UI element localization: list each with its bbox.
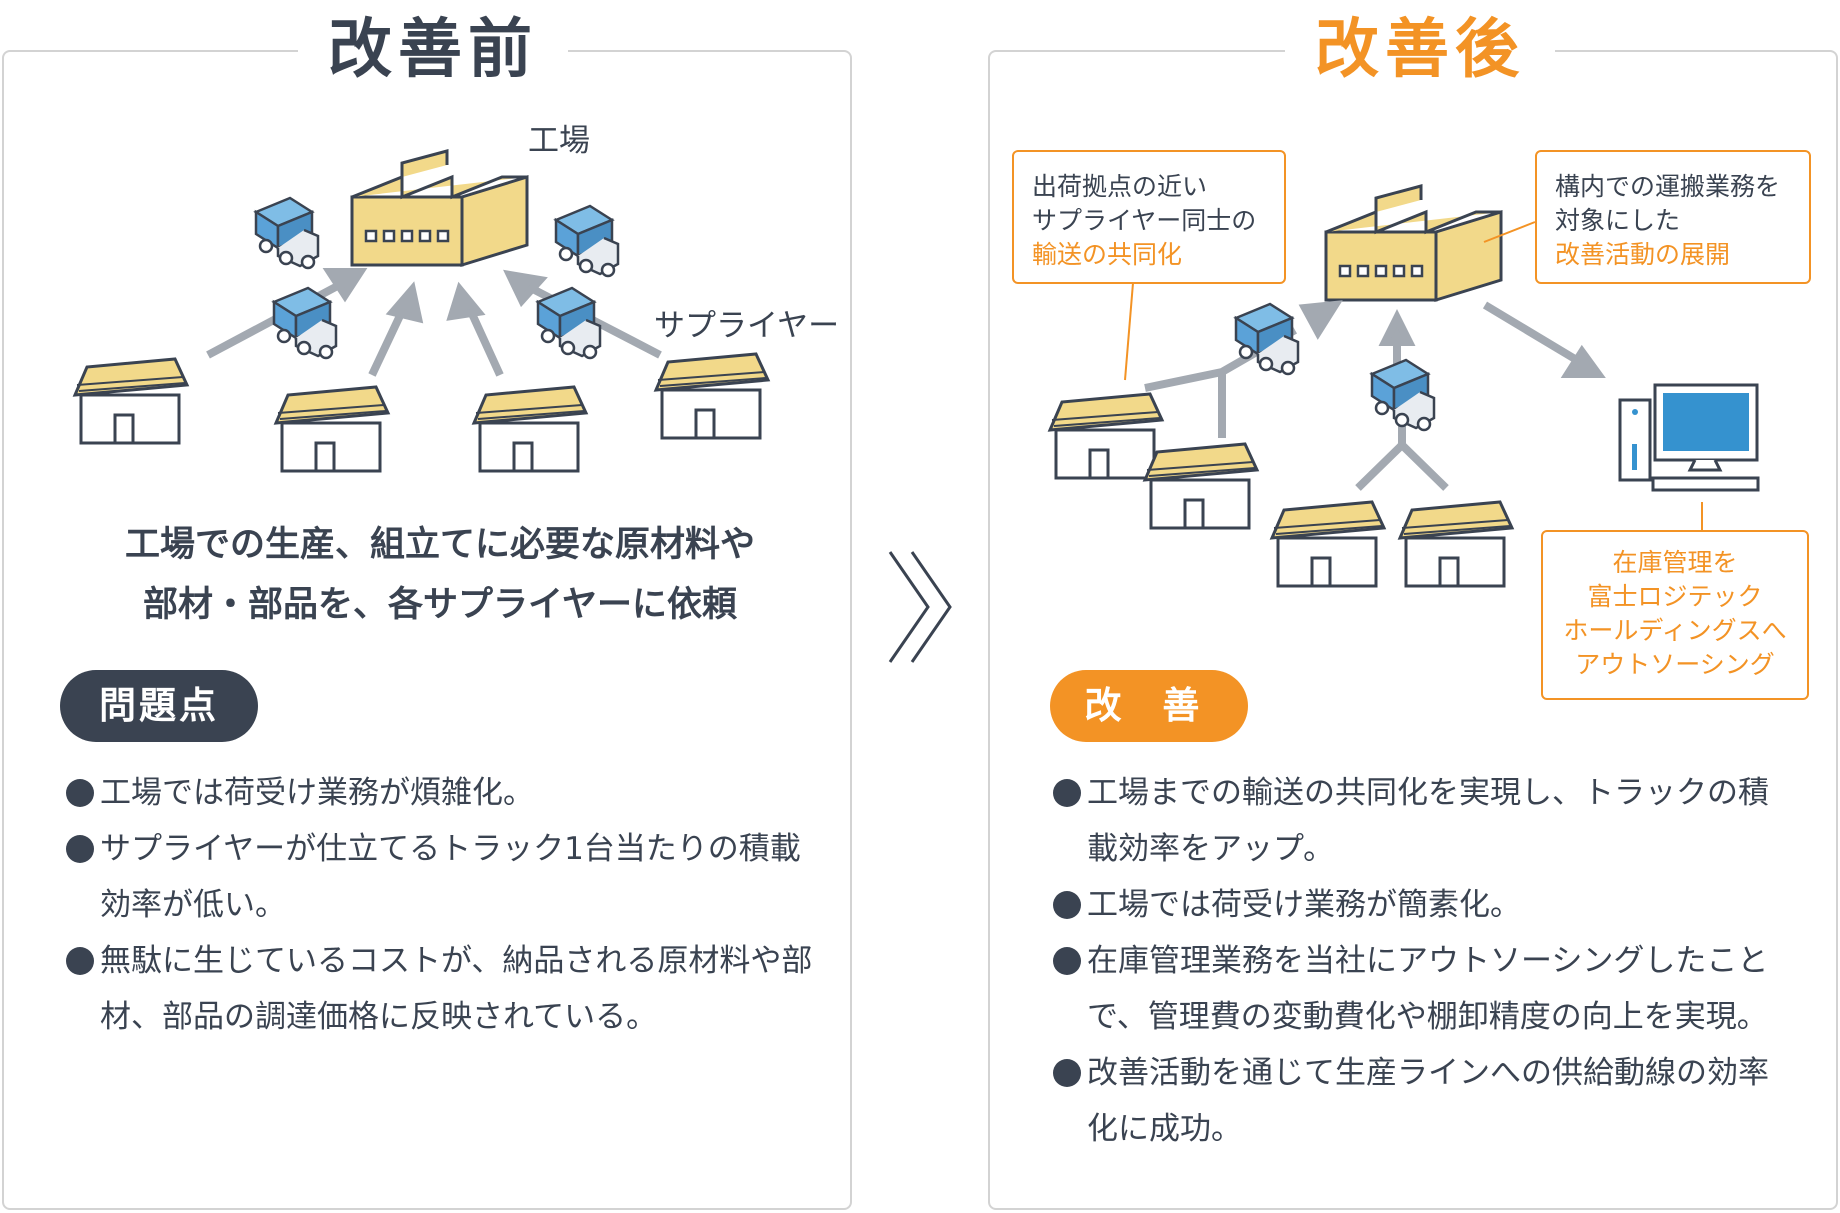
callout-line: 在庫管理を xyxy=(1612,548,1738,577)
house-icon xyxy=(274,385,390,473)
callout-line: ホールディングスへ xyxy=(1563,616,1787,645)
factory-icon xyxy=(1324,184,1503,302)
callout-outsourcing: 在庫管理を 富士ロジテック ホールディングスへ アウトソーシング xyxy=(1541,530,1809,700)
improvement-badge: 改 善 xyxy=(1050,670,1248,742)
callout-connector xyxy=(1124,221,1703,530)
computer-icon xyxy=(1618,383,1760,492)
factory-icon xyxy=(350,149,529,267)
truck-icon xyxy=(272,286,338,360)
list-item: サプライヤーが仕立てるトラック1台当たりの積載効率が低い。 xyxy=(66,821,816,933)
house-icon xyxy=(1143,442,1259,530)
callout-line-highlight: 輸送の共同化 xyxy=(1032,240,1183,269)
problem-list: 工場では荷受け業務が煩雑化。 サプライヤーが仕立てるトラック1台当たりの積載効率… xyxy=(66,765,816,1045)
problem-badge: 問題点 xyxy=(60,670,258,742)
house-icon xyxy=(1048,392,1164,480)
house-icon xyxy=(1270,500,1386,588)
callout-line: 構内での運搬業務を xyxy=(1555,172,1781,201)
list-item: 工場までの輸送の共同化を実現し、トラックの積載効率をアップ。 xyxy=(1053,765,1793,877)
truck-icon xyxy=(536,286,602,360)
factory-label: 工場 xyxy=(528,123,590,159)
callout-line: 対象にした xyxy=(1555,206,1681,235)
list-item: 無駄に生じているコストが、納品される原材料や部材、部品の調達価格に反映されている… xyxy=(66,933,816,1045)
before-lead-text: 工場での生産、組立てに必要な原材料や 部材・部品を、各サプライヤーに依頼 xyxy=(60,515,820,635)
callout-line-highlight: 改善活動の展開 xyxy=(1555,240,1731,269)
house-icon xyxy=(654,352,770,440)
truck-icon xyxy=(1370,358,1436,432)
list-item: 工場では荷受け業務が煩雑化。 xyxy=(66,765,816,821)
list-item: 工場では荷受け業務が簡素化。 xyxy=(1053,877,1793,933)
callout-line: 出荷拠点の近い xyxy=(1032,172,1208,201)
list-item: 在庫管理業務を当社にアウトソーシングしたことで、管理費の変動費化や棚卸精度の向上… xyxy=(1053,933,1793,1045)
improvement-list: 工場までの輸送の共同化を実現し、トラックの積載効率をアップ。 工場では荷受け業務… xyxy=(1053,765,1793,1157)
after-title: 改善後 xyxy=(1285,0,1555,100)
callout-line: 富士ロジテック xyxy=(1587,582,1763,611)
before-title: 改善前 xyxy=(298,0,568,100)
callout-improvement-activity: 構内での運搬業務を 対象にした 改善活動の展開 xyxy=(1535,150,1811,284)
lead-line-1: 工場での生産、組立てに必要な原材料や xyxy=(124,525,755,565)
callout-line: アウトソーシング xyxy=(1575,650,1775,679)
house-icon xyxy=(472,385,588,473)
lead-line-2: 部材・部品を、各サプライヤーに依頼 xyxy=(143,585,737,625)
chevron-right-icon xyxy=(888,551,952,663)
truck-icon xyxy=(254,196,320,270)
list-item: 改善活動を通じて生産ラインへの供給動線の効率化に成功。 xyxy=(1053,1045,1793,1157)
arrow-icon xyxy=(1144,300,1606,491)
truck-icon xyxy=(1234,302,1300,376)
truck-icon xyxy=(554,204,620,278)
callout-joint-transport: 出荷拠点の近い サプライヤー同士の 輸送の共同化 xyxy=(1012,150,1286,284)
supplier-label: サプライヤー xyxy=(654,308,840,344)
house-icon xyxy=(1398,500,1514,588)
house-icon xyxy=(73,357,189,445)
callout-line: サプライヤー同士の xyxy=(1032,206,1257,235)
